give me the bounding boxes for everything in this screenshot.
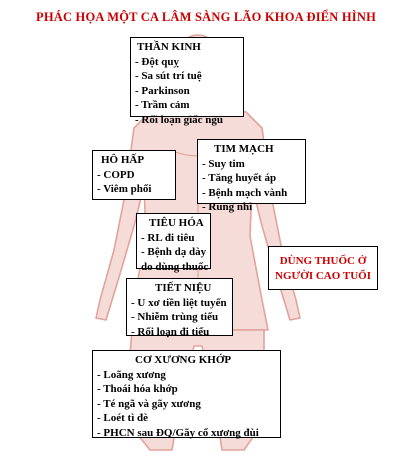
box-title-co-xuong-khop: CƠ XƯƠNG KHỚP <box>135 354 232 366</box>
list-item: - Loét tì đè <box>97 412 149 424</box>
list-item: - Té ngã và gãy xương <box>97 397 201 410</box>
box-ho-hap: HÔ HẤP - COPD - Viêm phổi <box>92 150 176 200</box>
dung-thuoc-line-2: NGƯỜI CAO TUỔI <box>275 270 371 282</box>
list-item: - Loãng xương <box>97 368 166 381</box>
box-title-tim-mach: TIM MẠCH <box>214 143 274 155</box>
diagram-title: PHÁC HỌA MỘT CA LÂM SÀNG LÃO KHOA ĐIỂN H… <box>36 10 376 24</box>
list-item: - Tăng huyết áp <box>202 172 277 184</box>
list-item: - Nhiễm trùng tiểu <box>131 311 219 323</box>
list-item: - Sa sút trí tuệ <box>135 70 202 82</box>
box-co-xuong-khop: CƠ XƯƠNG KHỚP - Loãng xương - Thoái hóa … <box>92 350 281 441</box>
list-tim-mach: - Suy tim - Tăng huyết áp - Bệnh mạch và… <box>202 157 301 215</box>
box-dung-thuoc-nguoi-cao-tuoi: DÙNG THUỐC Ở NGƯỜI CAO TUỔI <box>268 246 378 290</box>
list-item: - Trầm cảm <box>135 99 190 111</box>
list-item: - COPD <box>97 168 135 181</box>
list-tiet-nieu: - U xơ tiền liệt tuyến - Nhiễm trùng tiể… <box>131 296 228 340</box>
list-co-xuong-khop: - Loãng xương - Thoái hóa khớp - Té ngã … <box>97 368 276 441</box>
list-item: - Rối loạn đi tiểu <box>131 325 210 338</box>
box-tiet-nieu: TIẾT NIỆU - U xơ tiền liệt tuyến - Nhiễm… <box>126 278 233 338</box>
list-item: - Rung nhĩ <box>202 201 253 213</box>
list-tieu-hoa: - RL đi tiêu - Bệnh dạ dày do dùng thuốc <box>141 231 209 275</box>
box-title-than-kinh: THẦN KINH <box>137 41 201 53</box>
box-than-kinh: THẦN KINH - Đột quỵ - Sa sút trí tuệ - P… <box>130 37 244 126</box>
list-item: - Parkinson <box>135 84 190 97</box>
list-ho-hap: - COPD - Viêm phổi <box>97 168 171 197</box>
list-item: - Bệnh dạ dày <box>141 246 207 258</box>
list-item: - Bệnh mạch vành <box>202 186 288 199</box>
dung-thuoc-line-1: DÙNG THUỐC Ở <box>279 255 367 267</box>
list-item: - Viêm phổi <box>97 183 152 195</box>
box-tim-mach: TIM MẠCH - Suy tim - Tăng huyết áp - Bện… <box>197 139 306 213</box>
list-item: - Đột quỵ <box>135 55 180 68</box>
list-item: - RL đi tiêu <box>141 231 195 244</box>
box-tieu-hoa: TIÊU HÓA - RL đi tiêu - Bệnh dạ dày do d… <box>136 213 211 273</box>
list-item: - Suy tim <box>202 157 245 170</box>
list-item: - U xơ tiền liệt tuyến <box>131 296 227 309</box>
list-item: - Thoái hóa khớp <box>97 383 178 395</box>
list-item: - PHCN sau ĐQ/Gãy cổ xương đùi <box>97 426 259 439</box>
box-title-tieu-hoa: TIÊU HÓA <box>149 217 204 229</box>
list-than-kinh: - Đột quỵ - Sa sút trí tuệ - Parkinson -… <box>135 55 239 128</box>
box-title-tiet-nieu: TIẾT NIỆU <box>155 282 212 294</box>
box-title-ho-hap: HÔ HẤP <box>101 154 145 166</box>
list-item: - Rối loạn giấc ngủ <box>135 113 224 126</box>
list-item: do dùng thuốc <box>141 260 209 273</box>
